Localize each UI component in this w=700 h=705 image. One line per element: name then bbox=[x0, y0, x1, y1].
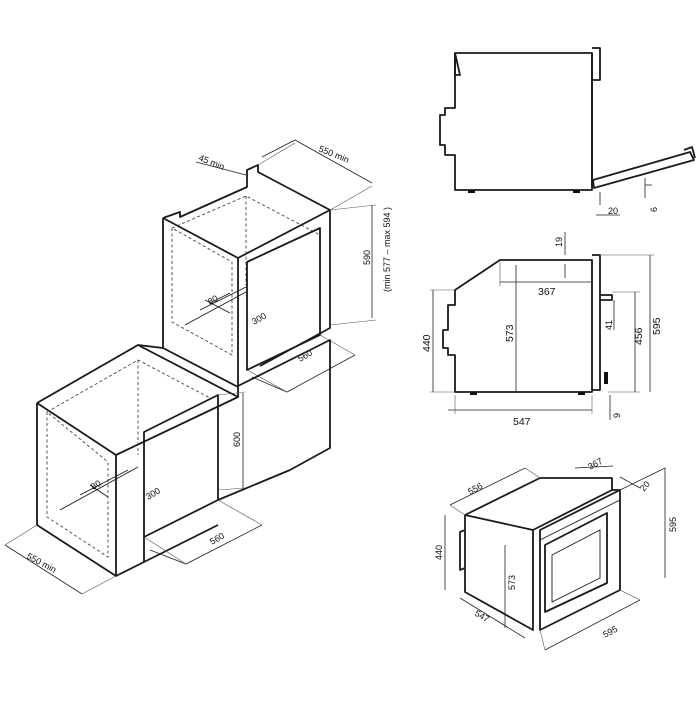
dim-595-iso-h: 595 bbox=[668, 517, 678, 532]
dim-573-iso: 573 bbox=[507, 575, 517, 590]
dim-590: 590 bbox=[362, 250, 372, 265]
dim-41: 41 bbox=[604, 320, 614, 330]
dim-367-iso: 367 bbox=[586, 456, 604, 472]
isometric-oven-dims: 556 367 20 440 573 595 547 595 bbox=[434, 456, 678, 651]
side-view-door-open bbox=[439, 47, 696, 193]
side-view-dimensioned-dims: 19 367 440 573 41 456 595 547 9 bbox=[421, 232, 663, 428]
dim-6: 6 bbox=[649, 207, 659, 212]
dim-vent-300-bottom: 300 bbox=[144, 486, 162, 502]
dim-20-iso: 20 bbox=[638, 479, 652, 493]
dim-367-mid: 367 bbox=[538, 286, 556, 298]
dim-vent-80-top: 80 bbox=[206, 293, 220, 307]
dim-45-min: 45 min bbox=[197, 153, 226, 172]
dim-456: 456 bbox=[633, 327, 645, 345]
lower-niche-dimensions: 550 min 600 80 300 560 bbox=[4, 391, 263, 595]
dim-9: 9 bbox=[612, 413, 622, 418]
isometric-oven bbox=[459, 477, 621, 631]
dim-556: 556 bbox=[466, 481, 484, 497]
upper-niche-dimensions: 45 min 550 min 590 (min 577 – max 594 ) … bbox=[195, 139, 392, 393]
dim-573-mid: 573 bbox=[504, 324, 516, 342]
dim-590-range: (min 577 – max 594 ) bbox=[382, 207, 392, 292]
dim-600: 600 bbox=[232, 432, 242, 447]
dim-595-mid: 595 bbox=[651, 317, 663, 335]
side-view-dimensioned bbox=[442, 254, 613, 395]
dim-560-bottom: 560 bbox=[208, 531, 226, 547]
dim-vent-300-top: 300 bbox=[250, 311, 268, 327]
dim-440-iso: 440 bbox=[434, 545, 444, 560]
dim-595-iso-w: 595 bbox=[601, 624, 619, 640]
dim-550-min-bottom: 550 min bbox=[25, 551, 58, 575]
dim-547-mid: 547 bbox=[513, 416, 531, 428]
dim-19: 19 bbox=[554, 237, 564, 247]
dim-20-top: 20 bbox=[608, 206, 618, 216]
dim-440-mid: 440 bbox=[421, 334, 433, 352]
dim-547-iso: 547 bbox=[473, 608, 491, 624]
lower-niche bbox=[36, 339, 331, 577]
dim-vent-80-bottom: 80 bbox=[89, 478, 103, 492]
side-view-door-open-dimensions: 20 6 bbox=[596, 178, 659, 216]
